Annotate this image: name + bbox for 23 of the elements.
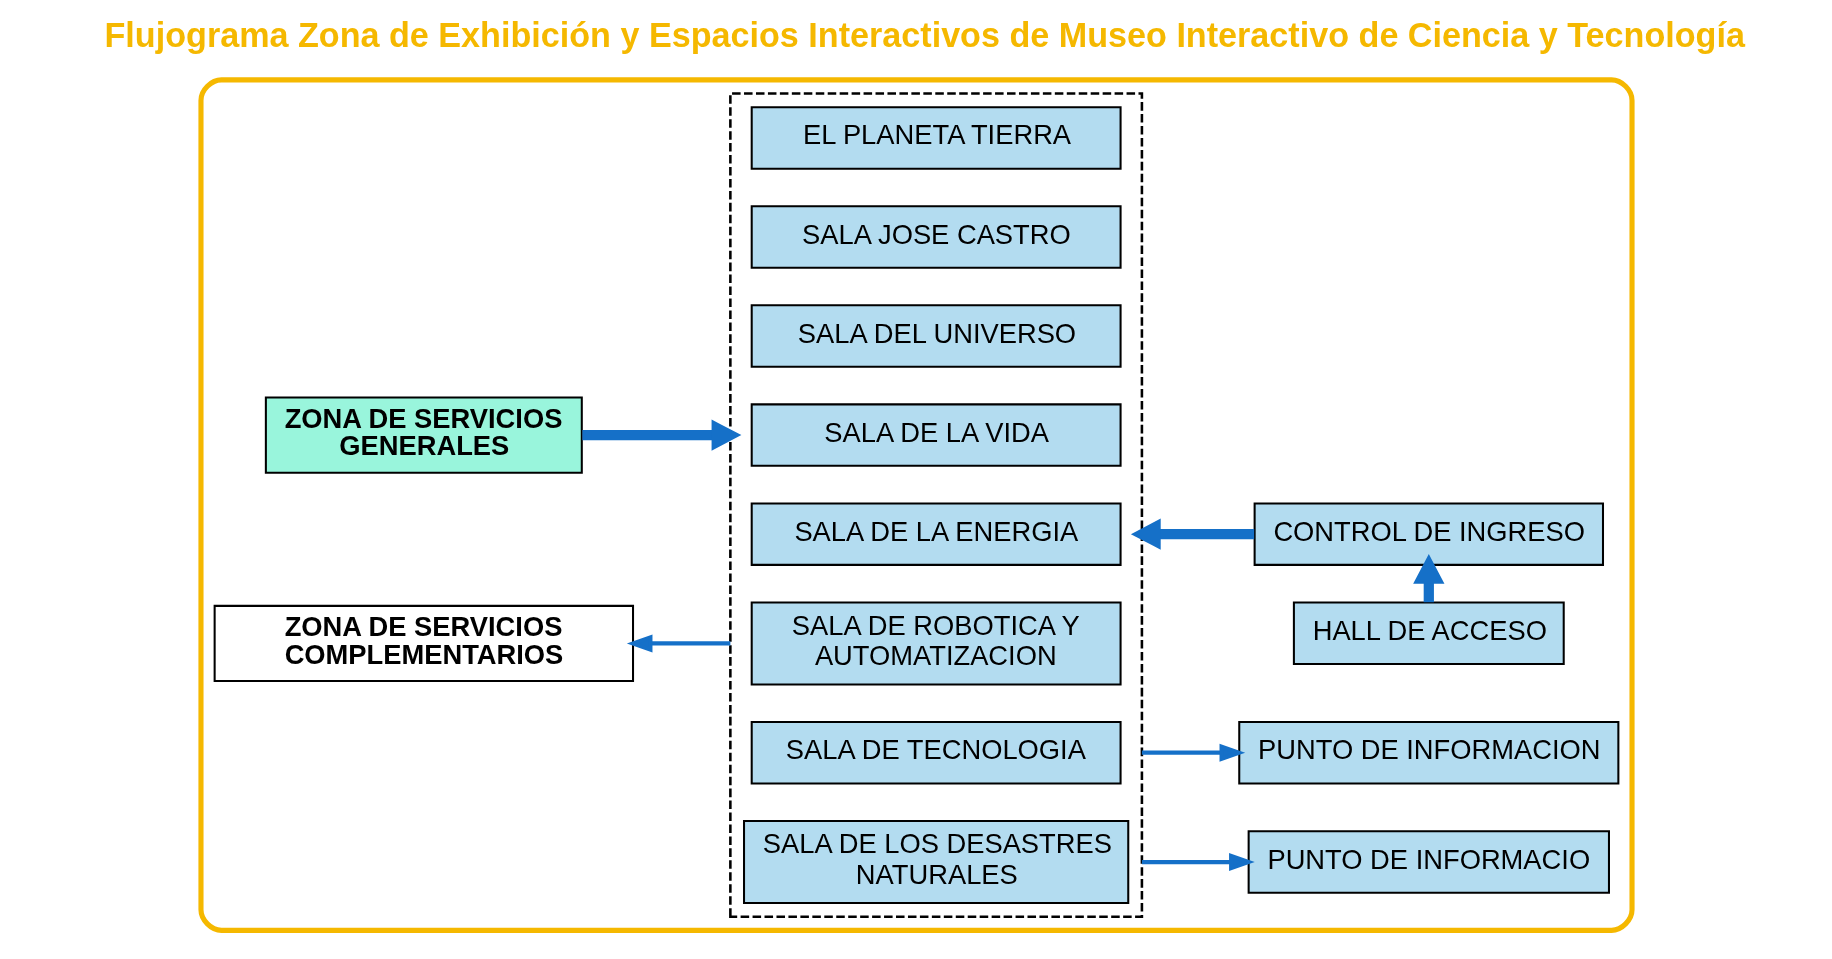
arrow bbox=[1141, 853, 1255, 871]
node-box: ZONA DE SERVICIOS GENERALES bbox=[264, 396, 583, 474]
node-box: CONTROL DE INGRESO bbox=[1253, 502, 1604, 566]
node-box: SALA DEL UNIVERSO bbox=[750, 304, 1122, 368]
node-box: PUNTO DE INFORMACIO bbox=[1247, 830, 1610, 894]
node-box: HALL DE ACCESO bbox=[1292, 601, 1565, 665]
node-box: EL PLANETA TIERRA bbox=[750, 106, 1122, 170]
node-box: SALA DE LOS DESASTRES NATURALES bbox=[742, 820, 1129, 905]
arrow bbox=[581, 419, 741, 451]
node-box: SALA DE TECNOLOGIA bbox=[750, 720, 1122, 785]
node-box: SALA DE ROBOTICA Y AUTOMATIZACION bbox=[750, 601, 1122, 686]
node-box: SALA JOSE CASTRO bbox=[750, 205, 1122, 269]
arrow bbox=[1130, 518, 1254, 550]
arrow bbox=[1141, 743, 1245, 762]
node-box: ZONA DE SERVICIOS COMPLEMENTARIOS bbox=[213, 604, 634, 683]
arrow bbox=[1412, 553, 1444, 603]
node-box: SALA DE LA VIDA bbox=[750, 403, 1122, 467]
arrow bbox=[626, 634, 730, 653]
node-box: SALA DE LA ENERGIA bbox=[750, 502, 1122, 566]
node-box: PUNTO DE INFORMACION bbox=[1237, 720, 1619, 785]
cluster bbox=[728, 92, 1143, 918]
diagram-title: Flujograma Zona de Exhibición y Espacios Interactivos de Museo Interactivo de Ciencia y Tecnología bbox=[103, 16, 1745, 55]
cluster bbox=[197, 77, 1635, 933]
